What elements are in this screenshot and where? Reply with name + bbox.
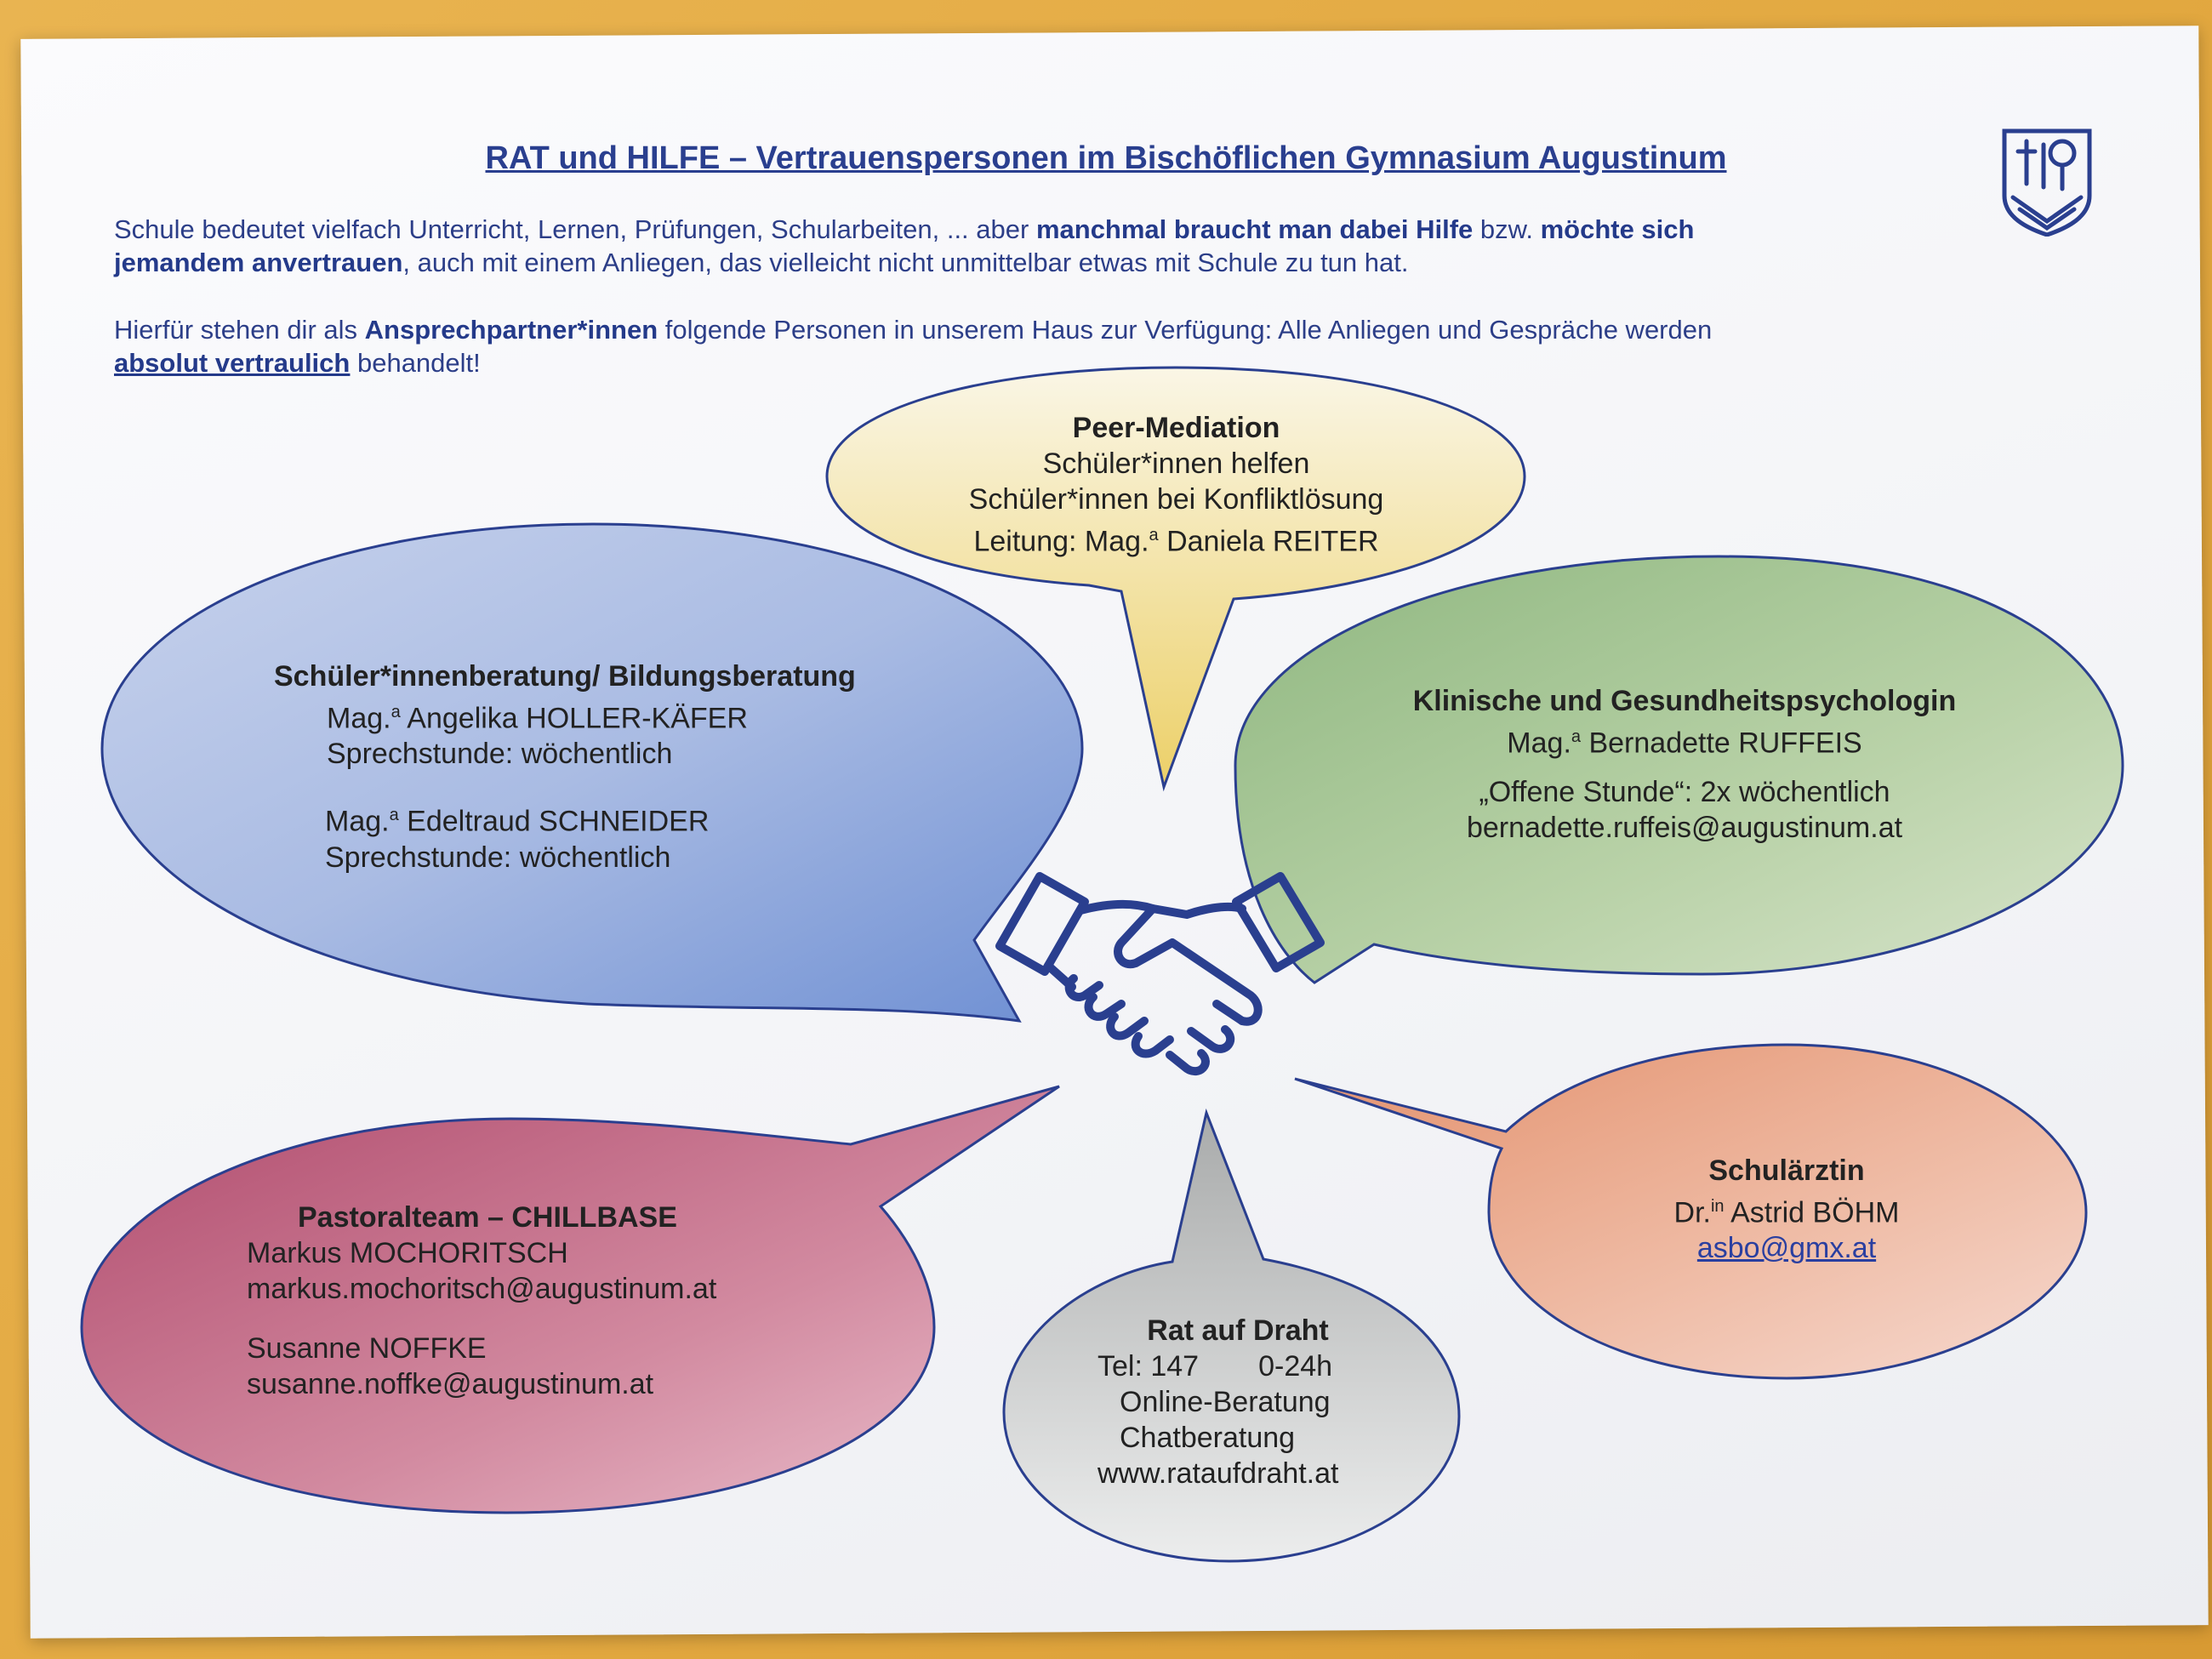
psych-text: Klinische und Gesundheitspsychologin Mag…: [1378, 683, 1991, 846]
person-title-sup: a: [391, 703, 401, 721]
peer-heading: Peer-Mediation: [1072, 412, 1280, 444]
rat-phone[interactable]: Tel: 147: [1097, 1350, 1200, 1382]
bubble-psych: [1234, 555, 2124, 984]
intro-text: Schule bedeutet vielfach Unterricht, Ler…: [114, 214, 1036, 244]
person-name: Susanne NOFFKE: [247, 1332, 487, 1365]
handshake-icon: [995, 872, 1325, 1076]
peer-line: Schüler*innen helfen: [1042, 448, 1310, 480]
intro-text: behandelt!: [350, 348, 481, 378]
person-title-sup: a: [1571, 727, 1582, 746]
intro-emphasis-underlined: absolut vertraulich: [114, 348, 351, 378]
person-name: Bernadette RUFFEIS: [1581, 727, 1862, 760]
peer-mediation-text: Peer-Mediation Schüler*innen helfen Schü…: [919, 410, 1434, 559]
person-name: Astrid BÖHM: [1724, 1196, 1900, 1229]
pastoral-text: Pastoralteam – CHILLBASE Markus MOCHORIT…: [247, 1200, 842, 1402]
person-title: Mag.: [325, 805, 390, 838]
intro-text: bzw.: [1473, 214, 1541, 244]
bubble-arzt: [1294, 1043, 2088, 1380]
bubble-beratung: [100, 522, 1084, 1023]
person-email[interactable]: susanne.noffke@augustinum.at: [247, 1368, 654, 1400]
beratung-heading: Schüler*innenberatung/ Bildungsberatung: [274, 660, 856, 693]
beratung-person-2: Mag.a Edeltraud SCHNEIDER Sprechstunde: …: [274, 797, 989, 875]
intro-emphasis: möchte sich: [1540, 214, 1695, 244]
peer-leader-title: Leitung: Mag.: [973, 525, 1149, 558]
rat-text: Rat auf Draht Tel: 147 0-24h Online-Berat…: [1097, 1313, 1404, 1491]
school-logo-icon: [2002, 128, 2092, 237]
person-title: Mag.: [1507, 727, 1571, 760]
intro-emphasis: Ansprechpartner*innen: [364, 315, 658, 345]
intro-emphasis: manchmal braucht man dabei Hilfe: [1035, 214, 1474, 244]
intro-emphasis: jemandem anvertrauen: [114, 248, 403, 277]
beratung-text: Schüler*innenberatung/ Bildungsberatung …: [274, 658, 989, 875]
pastoral-heading: Pastoralteam – CHILLBASE: [298, 1201, 677, 1234]
rat-hours: 0-24h: [1258, 1350, 1333, 1382]
arzt-text: Schulärztin Dr.in Astrid BÖHM asbo@gmx.a…: [1616, 1153, 1957, 1266]
bubble-rat: [1002, 1108, 1461, 1563]
person-email[interactable]: markus.mochoritsch@augustinum.at: [247, 1273, 717, 1305]
peer-leader-sup: a: [1149, 526, 1159, 544]
person-title: Dr.: [1673, 1196, 1711, 1229]
intro-text: , auch mit einem Anliegen, das vielleich…: [402, 248, 1409, 277]
arzt-email-link[interactable]: asbo@gmx.at: [1696, 1232, 1877, 1265]
rat-heading: Rat auf Draht: [1147, 1314, 1329, 1347]
beratung-person-1: Mag.a Angelika HOLLER-KÄFER Sprechstunde…: [274, 694, 989, 772]
person-title-sup: a: [389, 806, 399, 825]
office-hours: Sprechstunde: wöchentlich: [327, 738, 673, 771]
peer-leader-name: Daniela REITER: [1158, 525, 1379, 558]
bubble-peer: [825, 366, 1526, 792]
office-hours: Sprechstunde: wöchentlich: [325, 841, 671, 874]
rat-line: Online-Beratung: [1120, 1386, 1331, 1418]
intro-text: folgende Personen in unserem Haus zur Ve…: [658, 315, 1713, 345]
person-title-sup: in: [1710, 1197, 1725, 1216]
arzt-name: Dr.in Astrid BÖHM: [1616, 1189, 1957, 1230]
psych-hours: „Offene Stunde“: 2x wöchentlich: [1479, 776, 1890, 809]
peer-leader: Leitung: Mag.a Daniela REITER: [919, 517, 1434, 559]
intro-text: Hierfür stehen dir als: [114, 315, 365, 345]
person-name: Edeltraud SCHNEIDER: [398, 805, 710, 838]
psych-heading: Klinische und Gesundheitspsychologin: [1412, 685, 1957, 717]
peer-line: Schüler*innen bei Konfliktlösung: [968, 483, 1384, 516]
rat-phone-line: Tel: 147 0-24h: [1097, 1348, 1404, 1384]
rat-website[interactable]: www.rataufdraht.at: [1097, 1457, 1339, 1490]
person-name: Markus MOCHORITSCH: [247, 1237, 568, 1269]
rat-line: Chatberatung: [1120, 1422, 1296, 1454]
psych-name: Mag.a Bernadette RUFFEIS: [1378, 719, 1991, 761]
bubble-pastoral: [80, 1085, 1060, 1514]
intro-paragraph-2: Hierfür stehen dir als Ansprechpartner*i…: [114, 313, 2020, 379]
psych-email[interactable]: bernadette.ruffeis@augustinum.at: [1466, 812, 1903, 845]
arzt-heading: Schulärztin: [1708, 1154, 1865, 1187]
intro-paragraph-1: Schule bedeutet vielfach Unterricht, Ler…: [114, 213, 2020, 279]
person-name: Angelika HOLLER-KÄFER: [400, 702, 748, 735]
person-title: Mag.: [327, 702, 391, 735]
page-title: RAT und HILFE – Vertrauenspersonen im Bi…: [485, 140, 1727, 176]
